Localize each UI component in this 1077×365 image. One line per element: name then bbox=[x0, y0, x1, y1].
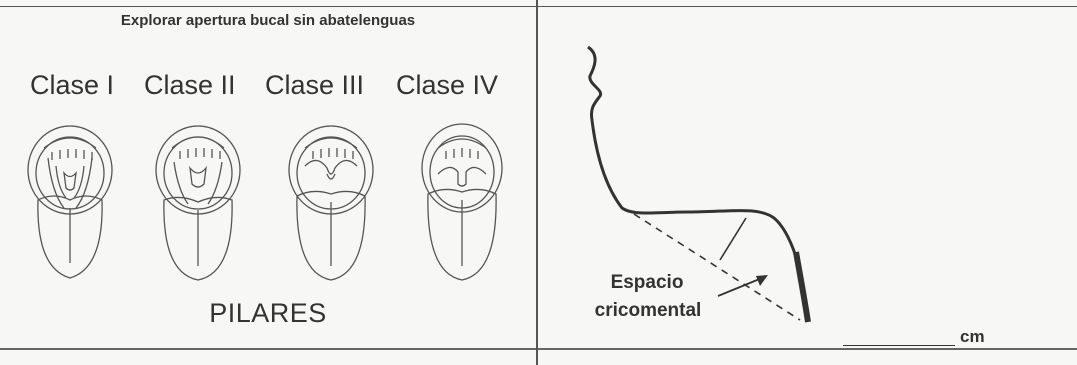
pillar-left bbox=[48, 158, 64, 208]
mouth-illustration-class-3 bbox=[283, 118, 379, 283]
measurement-blank-line bbox=[843, 345, 955, 346]
mouth-illustration-class-2 bbox=[150, 118, 246, 283]
pillar-right bbox=[76, 158, 92, 208]
neck-thick-segment bbox=[796, 252, 808, 322]
class-label-3: Clase III bbox=[265, 70, 364, 101]
mouth-outer-outline bbox=[28, 126, 112, 214]
class-label-1: Clase I bbox=[30, 70, 114, 101]
espacio-label: Espacio bbox=[592, 270, 702, 295]
cricomental-label: cricomental bbox=[568, 298, 728, 323]
uvula bbox=[64, 173, 76, 190]
mouth-illustration-class-1 bbox=[22, 118, 118, 283]
measurement-unit: cm bbox=[960, 327, 985, 347]
mouth-illustration-class-4 bbox=[414, 118, 510, 283]
class-label-2: Clase II bbox=[144, 70, 236, 101]
annotation-arrow-shaft bbox=[718, 278, 762, 296]
pilares-label: PILARES bbox=[0, 298, 536, 329]
class-label-4: Clase IV bbox=[396, 70, 498, 101]
mallampati-title: Explorar apertura bucal sin abatelenguas bbox=[0, 12, 536, 29]
perpendicular-measure-line bbox=[720, 218, 746, 260]
